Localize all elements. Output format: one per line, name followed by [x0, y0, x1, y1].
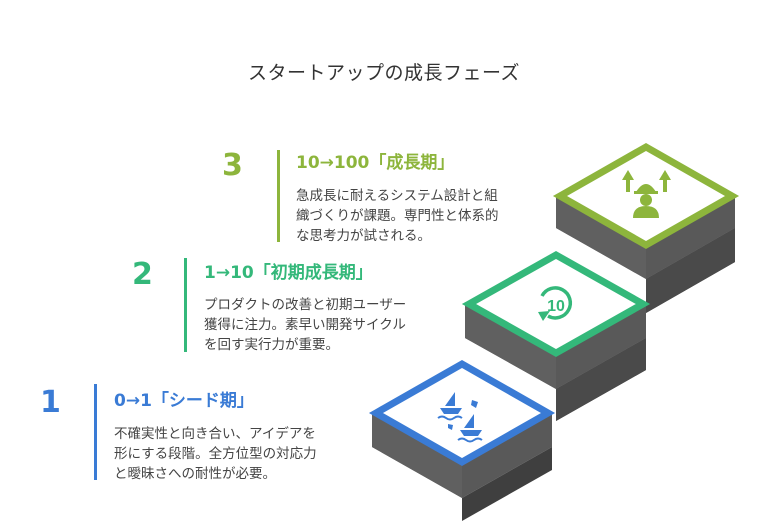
stage-1-desc-line-2: 形にする段階。全方位型の対応力	[114, 446, 317, 462]
stage-3-desc-line-2: 織づくりが課題。専門性と体系的	[296, 208, 499, 224]
rotate-ten-label: 10	[547, 298, 565, 315]
stage-2-bar	[184, 258, 187, 352]
stair-side-left-lower	[372, 413, 462, 498]
stage-1-desc-line-1: 不確実性と向き合い、アイデアを	[114, 426, 316, 442]
stage-2-number: 2	[132, 257, 153, 292]
stage-2-title: 1→10「初期成長期」	[204, 263, 373, 283]
stage-1-bar	[94, 384, 97, 480]
stage-3-number: 3	[222, 148, 243, 183]
stage-1-number: 1	[40, 385, 61, 420]
stage-2-desc-line-1: プロダクトの改善と初期ユーザー	[204, 297, 407, 313]
stair-wall-right	[556, 228, 735, 421]
stage-1-desc-line-3: と曖昧さへの耐性が必要。	[114, 466, 276, 482]
stage-3-bar	[277, 150, 280, 242]
step-2-top	[461, 250, 651, 358]
stage-3-title: 10→100「成長期」	[296, 153, 455, 173]
stair-riser-1	[462, 447, 552, 521]
stage-3-desc-line-1: 急成長に耐えるシステム設計と組	[296, 188, 498, 204]
stair-side-left-middle	[465, 304, 556, 389]
stair-side-left-upper	[556, 196, 646, 279]
stage-3-desc-line-3: な思考力が試される。	[296, 228, 431, 244]
step-1-top	[368, 359, 556, 467]
stage-1-title: 0→1「シード期」	[114, 391, 254, 411]
stage-3-description: 急成長に耐えるシステム設計と組 織づくりが課題。専門性と体系的 な思考力が試され…	[296, 186, 499, 246]
stage-2-desc-line-2: 獲得に注力。素早い開発サイクル	[204, 317, 406, 333]
stage-2-desc-line-3: を回す実行力が重要。	[204, 337, 339, 353]
stage-1-description: 不確実性と向き合い、アイデアを 形にする段階。全方位型の対応力 と曖昧さへの耐性…	[114, 424, 317, 484]
rotate-ten-icon: 10	[538, 286, 573, 321]
page-title: スタートアップの成長フェーズ	[247, 62, 521, 84]
sailing-boats-icon	[437, 392, 483, 443]
worker-growth-icon	[622, 170, 671, 218]
stage-2-description: プロダクトの改善と初期ユーザー 獲得に注力。素早い開発サイクル を回す実行力が重…	[204, 295, 406, 355]
